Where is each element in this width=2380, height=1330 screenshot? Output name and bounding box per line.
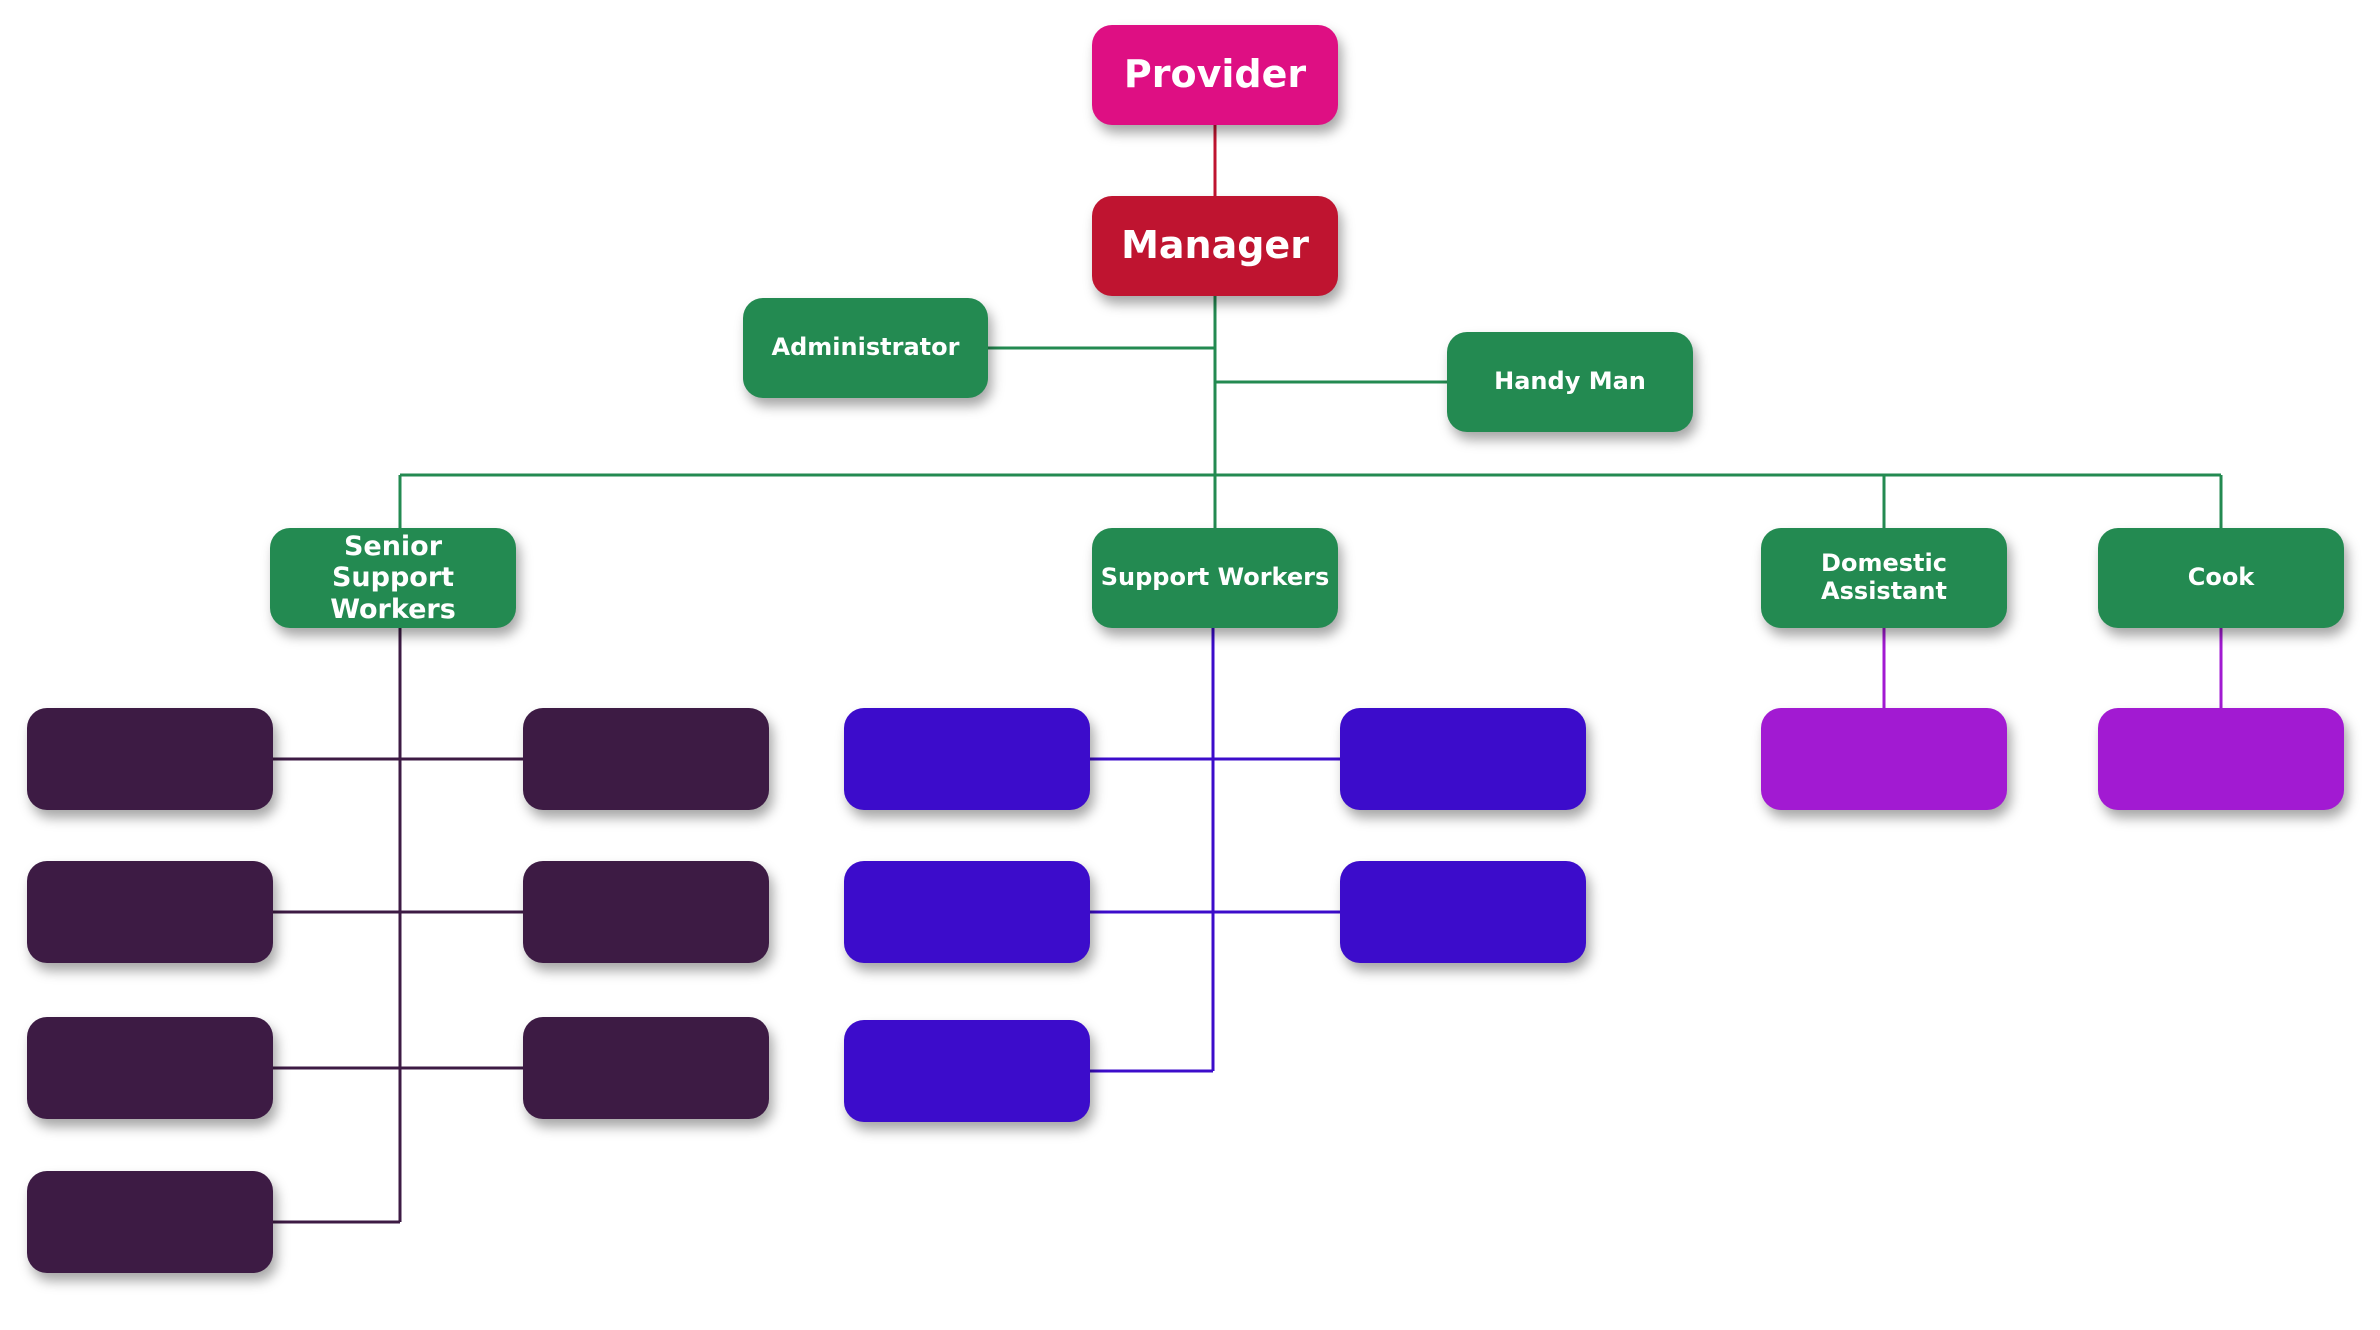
support-member-box xyxy=(1340,708,1586,810)
support-member-box xyxy=(844,1020,1090,1122)
domestic-member-box xyxy=(1761,708,2007,810)
provider-node: Provider xyxy=(1092,25,1338,125)
senior-member-box xyxy=(27,1017,273,1119)
support-member-box xyxy=(844,861,1090,963)
senior-member-box xyxy=(27,1171,273,1273)
support-member-box xyxy=(844,708,1090,810)
domestic-assistant-node: Domestic Assistant xyxy=(1761,528,2007,628)
administrator-node: Administrator xyxy=(743,298,988,398)
cook-member-box xyxy=(2098,708,2344,810)
senior-member-box xyxy=(523,1017,769,1119)
handy-man-node: Handy Man xyxy=(1447,332,1693,432)
senior-support-workers-node: Senior Support Workers xyxy=(270,528,516,628)
senior-member-box xyxy=(523,708,769,810)
senior-member-box xyxy=(27,861,273,963)
cook-node: Cook xyxy=(2098,528,2344,628)
senior-member-box xyxy=(27,708,273,810)
support-member-box xyxy=(1340,861,1586,963)
senior-member-box xyxy=(523,861,769,963)
support-workers-node: Support Workers xyxy=(1092,528,1338,628)
manager-node: Manager xyxy=(1092,196,1338,296)
